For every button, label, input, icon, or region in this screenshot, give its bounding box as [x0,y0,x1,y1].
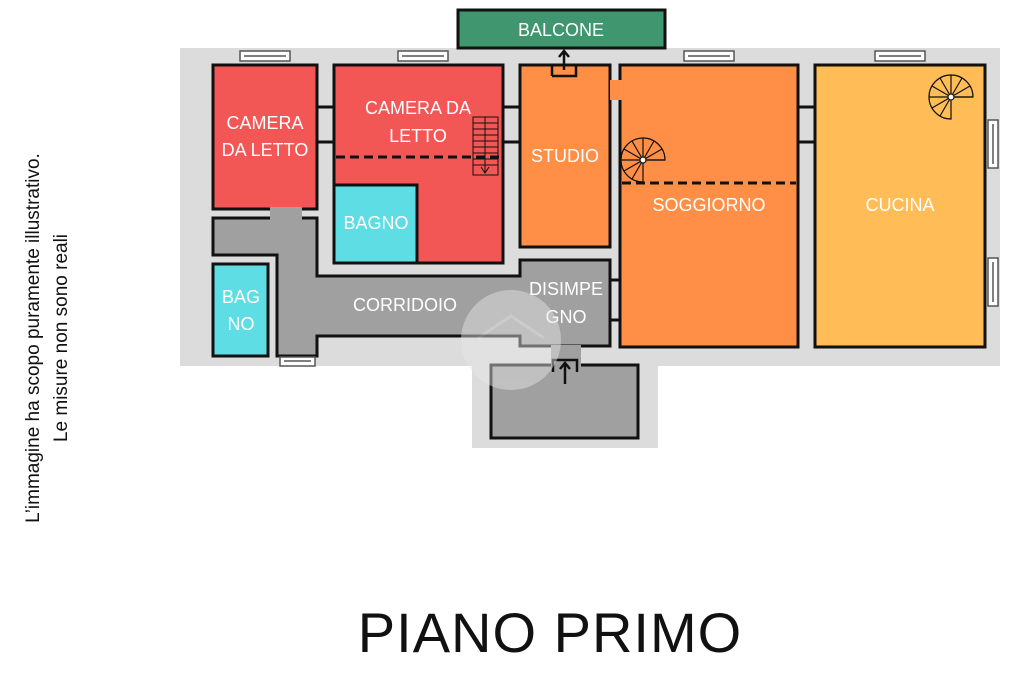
label-disimpegno-line1: DISIMPE [529,279,603,299]
label-soggiorno: SOGGIORNO [652,195,765,215]
window-icon [683,50,735,62]
room-studio [518,63,612,249]
watermark-logo [461,290,561,390]
entry-arrow-icon [551,358,579,384]
label-camera-2-line2: LETTO [389,126,447,146]
label-bagno-piccolo-line1: BAG [222,287,260,307]
room-cucina [813,63,987,349]
window-icon [239,50,291,62]
door-gap [270,207,302,220]
room-bagno [332,183,419,265]
label-studio: STUDIO [531,146,599,166]
disclaimer-line-2: Le misure non sono reali [51,233,72,443]
window-icon [874,50,926,62]
window-icon [397,50,449,62]
disclaimer-note: L’immagine ha scopo puramente illustrati… [20,88,76,588]
wall-stubs [317,105,815,322]
window-icon [987,257,999,307]
label-balcone: BALCONE [518,20,604,40]
floor-title: PIANO PRIMO [357,601,743,664]
label-camera-1-line2: DA LETTO [222,140,309,160]
spiral-stairs-icon [928,74,974,120]
room-balcone [456,8,667,50]
room-camera-1 [211,63,319,211]
disclaimer-line-1: L’immagine ha scopo puramente illustrati… [23,153,44,523]
entry-arrow-icon [550,49,578,78]
label-camera-2-line1: CAMERA DA [365,98,471,118]
label-cucina: CUCINA [865,195,934,215]
spiral-stairs-icon [620,137,666,183]
label-disimpegno-line2: GNO [545,307,586,327]
label-bagno: BAGNO [343,213,408,233]
door-gap [610,80,622,100]
stairs-icon [472,116,499,176]
room-corridoio [211,216,612,358]
label-camera-1-line1: CAMERA [226,113,303,133]
window-icon [987,119,999,169]
room-soggiorno [618,63,800,349]
door-gap [551,345,581,367]
label-bagno-piccolo-line2: NO [228,314,255,334]
window-icon [279,356,316,367]
label-corridoio: CORRIDOIO [353,295,457,315]
room-bagno-piccolo [211,262,270,358]
